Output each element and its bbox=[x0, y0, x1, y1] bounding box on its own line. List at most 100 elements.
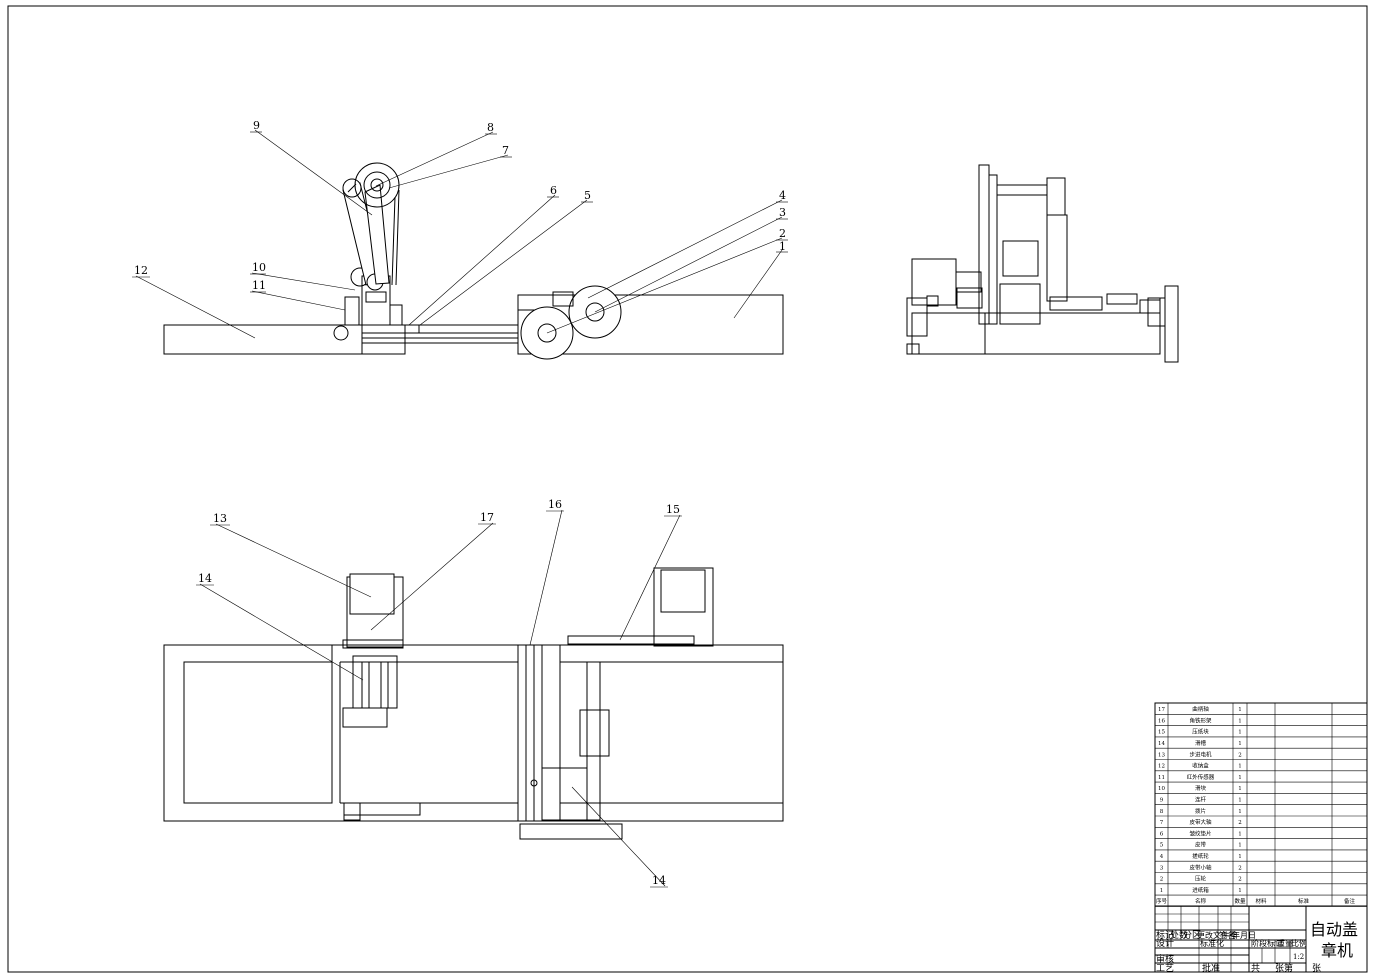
bom-row-name: 搓纸轮 bbox=[1192, 852, 1209, 860]
drawing-frame bbox=[7, 5, 1368, 973]
bom-row-no: 7 bbox=[1160, 820, 1164, 826]
side-view bbox=[906, 164, 1179, 363]
bom-row-name: 收纳盒 bbox=[1192, 762, 1209, 770]
bom-row-qty: 2 bbox=[1238, 752, 1242, 758]
bom-row-no: 8 bbox=[1160, 809, 1164, 815]
bom-row-qty: 1 bbox=[1238, 730, 1242, 736]
bom-row-no: 12 bbox=[1158, 764, 1165, 770]
bom-header-no: 序号 bbox=[1156, 897, 1168, 905]
bom-header-name: 名称 bbox=[1195, 897, 1207, 905]
bom-row-qty: 1 bbox=[1238, 831, 1242, 837]
bom-row-no: 1 bbox=[1160, 888, 1164, 894]
tb-process: 工艺 bbox=[1156, 963, 1174, 974]
bom-row-name: 步进电机 bbox=[1189, 750, 1212, 758]
top-view bbox=[163, 567, 784, 840]
bom-row-name: 皮带小轴 bbox=[1189, 863, 1212, 871]
bom-row-no: 6 bbox=[1160, 831, 1164, 837]
callout-5: 5 bbox=[584, 189, 591, 202]
bom-row-name: 压纸块 bbox=[1192, 728, 1209, 736]
bom-row-name: 滑槽 bbox=[1195, 739, 1207, 747]
tb-total: 共 bbox=[1251, 963, 1260, 974]
bom-row-qty: 1 bbox=[1238, 718, 1242, 724]
bom-row-qty: 1 bbox=[1238, 809, 1242, 815]
bom-row-no: 4 bbox=[1160, 854, 1164, 860]
callout-14b: 14 bbox=[652, 874, 666, 887]
callout-10: 10 bbox=[252, 261, 266, 274]
callout-9: 9 bbox=[253, 119, 260, 132]
bom-row-no: 11 bbox=[1158, 775, 1165, 781]
tb-sheet: 张 bbox=[1312, 963, 1321, 974]
bom-row-name: 角铁形架 bbox=[1189, 716, 1212, 724]
tb-title-line2: 章机 bbox=[1321, 941, 1353, 960]
tb-sign: 签名 bbox=[1219, 930, 1235, 940]
bom-row-qty: 1 bbox=[1238, 707, 1242, 713]
callout-6: 6 bbox=[550, 184, 557, 197]
bom-header-material: 材料 bbox=[1255, 897, 1267, 905]
bom-row-qty: 1 bbox=[1238, 798, 1242, 804]
bom-row-no: 14 bbox=[1158, 741, 1165, 747]
bom-header-qty: 数量 bbox=[1234, 897, 1246, 905]
callout-8: 8 bbox=[487, 121, 494, 134]
callout-13: 13 bbox=[213, 512, 227, 525]
callout-3: 3 bbox=[779, 206, 786, 219]
tb-weight: 重量 bbox=[1277, 938, 1293, 948]
callout-underlines bbox=[132, 131, 788, 888]
bom-row-name: 连杆 bbox=[1195, 796, 1207, 804]
bom-row-no: 5 bbox=[1160, 843, 1164, 849]
title-block: 标记 处数 分区 更改文件号 签名 年月日 设计 标准化 阶段标记 重量 比例 … bbox=[1155, 905, 1367, 974]
bom-row-name: 曲柄轴 bbox=[1192, 705, 1209, 713]
tb-change-doc: 更改文件号 bbox=[1197, 930, 1237, 940]
bom-row-qty: 1 bbox=[1238, 843, 1242, 849]
bom-row-name: 红外传感器 bbox=[1187, 773, 1215, 781]
callout-15: 15 bbox=[666, 503, 680, 516]
callout-17: 17 bbox=[480, 511, 494, 524]
bom-row-qty: 1 bbox=[1238, 775, 1242, 781]
tb-zone: 分区 bbox=[1183, 930, 1201, 941]
tb-scale-value: 1:2 bbox=[1293, 953, 1304, 961]
bom-row-qty: 1 bbox=[1238, 888, 1242, 894]
callout-numbers: 1 2 3 4 5 6 7 8 9 10 11 12 13 14 14 15 1… bbox=[134, 119, 786, 887]
callout-1: 1 bbox=[779, 240, 786, 253]
bom-row-no: 16 bbox=[1158, 718, 1165, 724]
callout-2: 2 bbox=[779, 227, 786, 240]
tb-approve: 批准 bbox=[1202, 962, 1220, 974]
bom-row-no: 9 bbox=[1160, 798, 1164, 804]
tb-scale: 比例 bbox=[1291, 938, 1307, 948]
bom-row-qty: 2 bbox=[1238, 877, 1242, 883]
bom-row-name: 压轮 bbox=[1195, 875, 1207, 883]
tb-sheets: 张第 bbox=[1275, 962, 1293, 974]
callout-16: 16 bbox=[548, 498, 562, 511]
tb-stage-mark: 阶段标记 bbox=[1251, 938, 1283, 948]
callout-12: 12 bbox=[134, 264, 148, 277]
tb-review: 审核 bbox=[1156, 953, 1174, 965]
callout-4: 4 bbox=[779, 189, 786, 202]
bom-header-standard: 标准 bbox=[1298, 897, 1310, 905]
bom-row-no: 3 bbox=[1160, 865, 1164, 871]
bom-row-name: 拨片 bbox=[1195, 807, 1206, 815]
tb-count: 处数 bbox=[1170, 929, 1188, 941]
bom-row-no: 17 bbox=[1158, 707, 1165, 713]
bom-header-remark: 备注 bbox=[1344, 897, 1356, 905]
tb-marks: 标记 bbox=[1156, 929, 1174, 941]
bom-row-qty: 1 bbox=[1238, 764, 1242, 770]
tb-design: 设计 bbox=[1156, 937, 1174, 949]
bom-row-no: 15 bbox=[1158, 730, 1165, 736]
bom-row-no: 2 bbox=[1160, 877, 1164, 883]
bom-row-no: 13 bbox=[1158, 752, 1165, 758]
bom-row-name: 滑块 bbox=[1195, 784, 1207, 792]
bom-row-qty: 1 bbox=[1238, 854, 1242, 860]
bom-row-qty: 1 bbox=[1238, 741, 1242, 747]
bom-row-name: 皮带 bbox=[1195, 841, 1207, 849]
callout-11: 11 bbox=[252, 279, 266, 292]
tb-standardize: 标准化 bbox=[1200, 938, 1224, 948]
bom-row-name: 皱纹垫片 bbox=[1189, 829, 1211, 837]
bom-row-qty: 2 bbox=[1238, 865, 1242, 871]
bom-row-no: 10 bbox=[1158, 786, 1165, 792]
callout-7: 7 bbox=[502, 144, 509, 157]
leader-lines bbox=[135, 129, 783, 887]
bom-row-name: 皮带大轴 bbox=[1189, 818, 1212, 826]
tb-title-line1: 自动盖 bbox=[1310, 920, 1358, 939]
callout-14a: 14 bbox=[198, 572, 212, 585]
